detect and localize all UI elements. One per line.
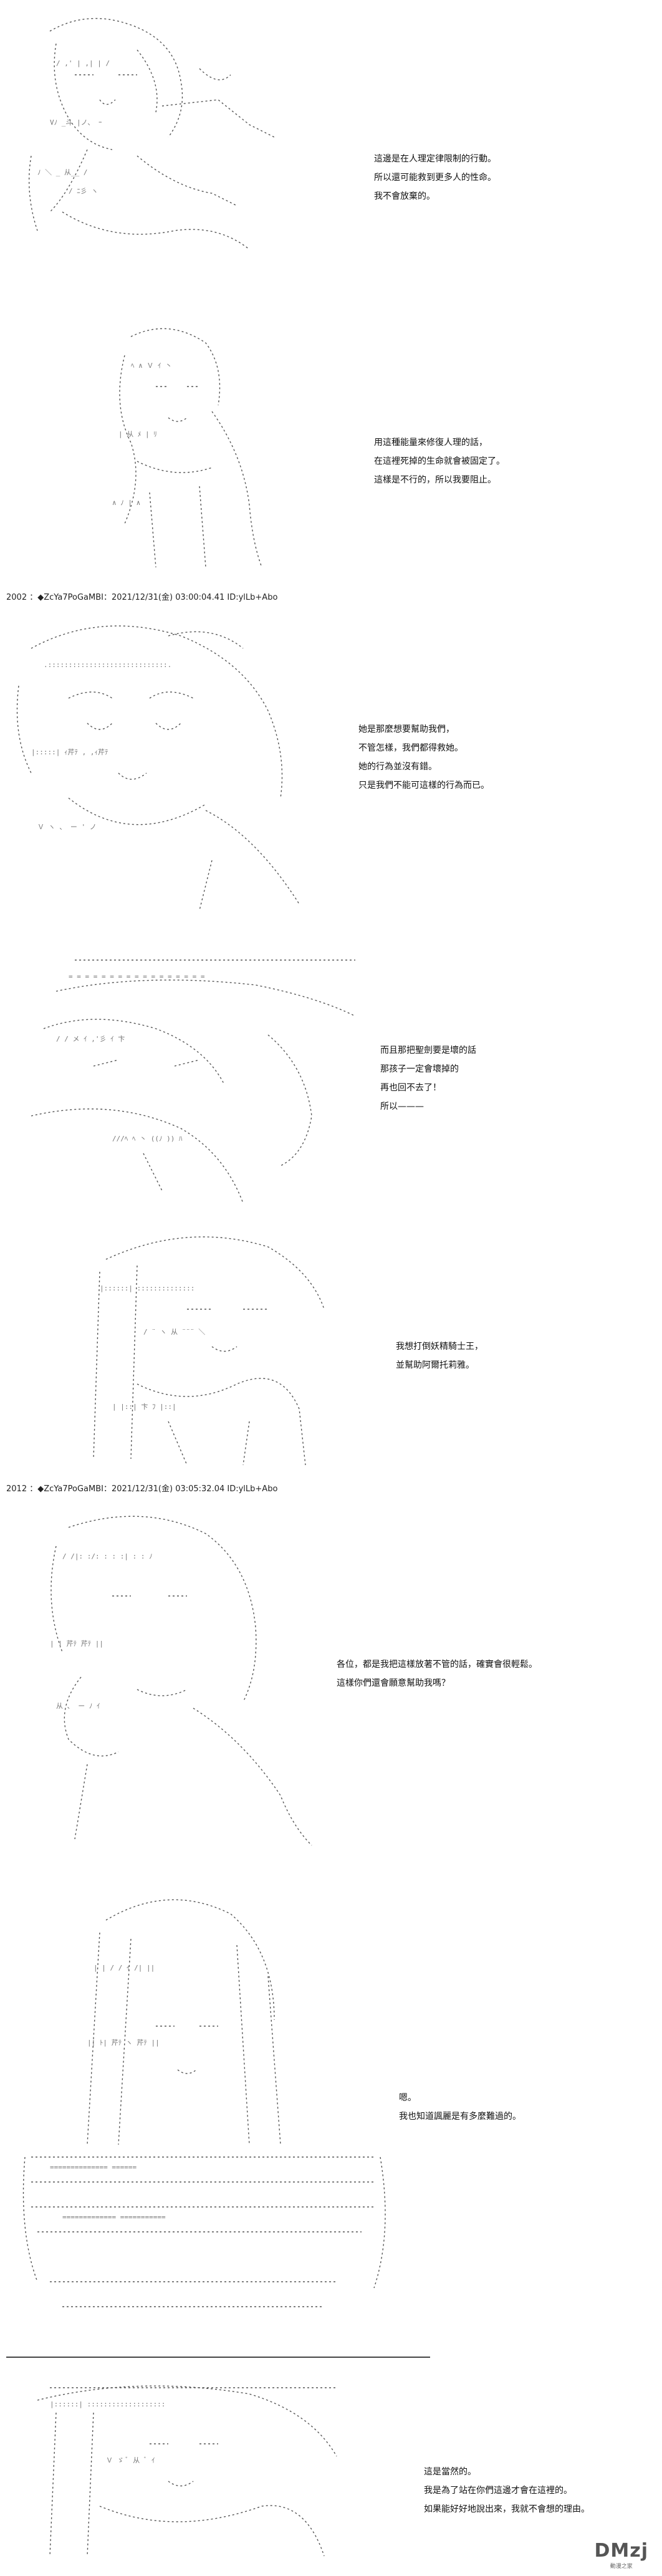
dialog-line: 這邊是在人理定律限制的行動。 — [374, 154, 496, 164]
ascii-art-character-7: | | / / ｲ /| || || ﾄ| 芹ﾃ ヽ 芹ﾃ || =======… — [12, 1883, 399, 2332]
svg-text:|| ﾄ| 芹ﾃ ヽ 芹ﾃ ||: || ﾄ| 芹ﾃ ヽ 芹ﾃ || — [87, 2039, 160, 2047]
dialog-line: 我不會放棄的。 — [374, 191, 435, 201]
dialog-line: 這樣你們還會願意幫助我嗎？ — [337, 1678, 450, 1688]
panel-4: = = = = = = = = = = = = = = = = = / / メ … — [0, 929, 662, 1216]
dialog-line: 用這種能量來修復人理的話， — [374, 438, 487, 448]
svg-text:|::::::| :::::::::::::::::::: |::::::| ::::::::::::::::::: — [50, 2400, 165, 2408]
dialog-6: 各位，都是我把這樣放著不管的話，確實會很輕鬆。 這樣你們還會願意幫助我嗎？ — [337, 1655, 537, 1693]
svg-text:============= ===========: ============= =========== — [62, 2213, 166, 2221]
svg-text:/ /|: :/: : : :| : : ﾉ: / /|: :/: : : :| : : ﾉ — [62, 1552, 153, 1560]
dialog-line: 在這裡死掉的生命就會被固定了。 — [374, 456, 505, 466]
site-watermark-logo: DMzj 動漫之家 — [595, 2540, 649, 2570]
dialog-line: 這是當然的。 — [424, 2467, 476, 2477]
svg-text:|::::::| ::::::::::::::: |::::::| :::::::::::::: — [100, 1284, 194, 1292]
watermark-subtitle: 動漫之家 — [610, 2564, 633, 2570]
dialog-line: 再也回不去了！ — [380, 1083, 441, 1093]
panel-7: | | / / ｲ /| || || ﾄ| 芹ﾃ ヽ 芹ﾃ || =======… — [0, 1858, 662, 2357]
dialog-line: 不管怎樣，我們都得救她。 — [358, 743, 463, 753]
svg-text:|:::::| ｨ芹ﾃ , ,ｨ芹ﾃ: |:::::| ｨ芹ﾃ , ,ｨ芹ﾃ — [31, 748, 108, 756]
watermark-logo-text: DMzj — [594, 2540, 648, 2562]
panel-3: .:::::::::::::::::::::::::::::. |:::::| … — [0, 605, 662, 929]
ascii-art-character-3: .:::::::::::::::::::::::::::::. |:::::| … — [6, 611, 318, 923]
dialog-3: 她是那麼想要幫助我們， 不管怎樣，我們都得救她。 她的行為並沒有錯。 只是我們不… — [358, 720, 489, 795]
svg-text:= = = = = = = = = = = = = = =: = = = = = = = = = = = = = = = = = — [69, 973, 205, 981]
svg-text:Ｖ ゞ ﾞ 从 ﾞ ｲ: Ｖ ゞ ﾞ 从 ﾞ ｲ — [106, 2456, 155, 2464]
dialog-line: 如果能好好地說出來，我就不會想的理由。 — [424, 2504, 590, 2514]
svg-text:∧ ﾉ | ∧: ∧ ﾉ | ∧ — [112, 499, 140, 507]
svg-text:| |::| 卞 ﾌ |::|: | |::| 卞 ﾌ |::| — [112, 1402, 176, 1411]
dialog-line: 我是為了站在你們這邊才會在這裡的。 — [424, 2486, 572, 2496]
svg-text:从 、 ー ﾉ ｲ: 从 、 ー ﾉ ｲ — [56, 1702, 100, 1710]
ascii-art-character-4: = = = = = = = = = = = = = = = = = / / メ … — [19, 941, 368, 1209]
svg-text:/ / メ ｲ ,'彡 ｲ 卞: / / メ ｲ ,'彡 ｲ 卞 — [56, 1034, 125, 1043]
ascii-art-character-8: |::::::| ::::::::::::::::::: Ｖ ゞ ﾞ 从 ﾞ ｲ — [12, 2369, 349, 2569]
dialog-line: 只是我們不能可這樣的行為而已。 — [358, 781, 489, 791]
ascii-art-character-2: ﾍ ∧ Ｖ ｲ 丶 | 从 ﾒ | ﾘ ∧ ﾉ | ∧ — [75, 318, 312, 580]
dialog-line: 而且那把聖劍要是壞的話 — [380, 1045, 476, 1055]
dialog-line: 所以還可能救到更多人的性命。 — [374, 173, 496, 183]
svg-text:///ﾍ ﾍ 丶 ((ﾉ )) ﾊ: ///ﾍ ﾍ 丶 ((ﾉ )) ﾊ — [112, 1135, 183, 1143]
ascii-art-character-6: / /|: :/: : : :| : : ﾉ | | 芹ﾃ 芹ﾃ || 从 、 … — [19, 1502, 330, 1852]
dialog-1: 這邊是在人理定律限制的行動。 所以還可能救到更多人的性命。 我不會放棄的。 — [374, 150, 496, 206]
dialog-line: 我想打倒妖精騎士王， — [396, 1342, 483, 1352]
svg-text:ﾉ ＼ _ 从__ /: ﾉ ＼ _ 从__ / — [37, 168, 87, 176]
svg-text:Vﾉ _斗 |ノ、 ｰ: Vﾉ _斗 |ノ、 ｰ — [50, 118, 102, 127]
dialog-line: 我也知道諷麗是有多麼難過的。 — [399, 2112, 521, 2122]
dialog-line: 所以——— — [380, 1102, 424, 1112]
dialog-4: 而且那把聖劍要是壞的話 那孩子一定會壞掉的 再也回不去了！ 所以——— — [380, 1041, 476, 1116]
section-divider — [6, 2357, 430, 2358]
post-header-1: 2002 ：◆ZcYa7PoGaMBI：2021/12/31(金) 03:00:… — [6, 593, 278, 602]
svg-text:| | / / ｲ /| ||: | | / / ｲ /| || — [94, 1964, 155, 1972]
post-header-2: 2012 ：◆ZcYa7PoGaMBI：2021/12/31(金) 03:05:… — [6, 1484, 278, 1494]
svg-text:Ｖ ヽ 、 ー ' ノ: Ｖ ヽ 、 ー ' ノ — [37, 823, 97, 831]
dialog-line: 各位，都是我把這樣放著不管的話，確實會很輕鬆。 — [337, 1660, 537, 1670]
svg-text:/ ¨ ヽ 从 ¨¨¨ ＼: / ¨ ヽ 从 ¨¨¨ ＼ — [143, 1328, 205, 1336]
svg-text:ﾍ ∧ Ｖ ｲ 丶: ﾍ ∧ Ｖ ｲ 丶 — [131, 362, 172, 370]
dialog-line: 嗯。 — [399, 2093, 416, 2103]
svg-text:| | 芹ﾃ 芹ﾃ ||: | | 芹ﾃ 芹ﾃ || — [50, 1640, 103, 1648]
dialog-8: 這是當然的。 我是為了站在你們這邊才會在這裡的。 如果能好好地說出來，我就不會想… — [424, 2463, 590, 2519]
svg-text:/ ,' | ,| | /: / ,' | ,| | / — [56, 59, 110, 67]
panel-6: / /|: :/: : : :| : : ﾉ | | 芹ﾃ 芹ﾃ || 从 、 … — [0, 1496, 662, 1858]
dialog-line: 她是那麼想要幫助我們， — [358, 724, 454, 734]
svg-text:.:::::::::::::::::::::::::::::: .:::::::::::::::::::::::::::::. — [44, 661, 171, 669]
dialog-2: 用這種能量來修復人理的話， 在這裡死掉的生命就會被固定了。 這樣是不行的，所以我… — [374, 433, 505, 489]
panel-2: ﾍ ∧ Ｖ ｲ 丶 | 从 ﾒ | ﾘ ∧ ﾉ | ∧ 用這種能量來修復人理的話… — [0, 312, 662, 586]
ascii-art-character-1: / ,' | ,| | / Vﾉ _斗 |ノ、 ｰ ﾉ ＼ _ 从__ / / … — [12, 6, 305, 305]
dialog-7: 嗯。 我也知道諷麗是有多麼難過的。 — [399, 2088, 521, 2126]
svg-text:============== ======: ============== ====== — [50, 2163, 137, 2171]
panel-5: |::::::| :::::::::::::: / ¨ ヽ 从 ¨¨¨ ＼ | … — [0, 1216, 662, 1478]
dialog-line: 並幫助阿爾托莉雅。 — [396, 1360, 474, 1370]
svg-text:| 从 ﾒ | ﾘ: | 从 ﾒ | ﾘ — [118, 430, 157, 438]
svg-text:/ ﾆ彡 ヽ: / ﾆ彡 ヽ — [69, 187, 98, 195]
dialog-line: 那孩子一定會壞掉的 — [380, 1064, 459, 1074]
ascii-art-character-5: |::::::| :::::::::::::: / ¨ ヽ 从 ¨¨¨ ＼ | … — [62, 1222, 349, 1471]
panel-8: |::::::| ::::::::::::::::::: Ｖ ゞ ﾞ 从 ﾞ ｲ… — [0, 2363, 662, 2576]
dialog-5: 我想打倒妖精騎士王， 並幫助阿爾托莉雅。 — [396, 1337, 483, 1375]
dialog-line: 這樣是不行的，所以我要阻止。 — [374, 475, 496, 485]
panel-1: / ,' | ,| | / Vﾉ _斗 |ノ、 ｰ ﾉ ＼ _ 从__ / / … — [0, 0, 662, 312]
dialog-line: 她的行為並沒有錯。 — [358, 762, 437, 772]
